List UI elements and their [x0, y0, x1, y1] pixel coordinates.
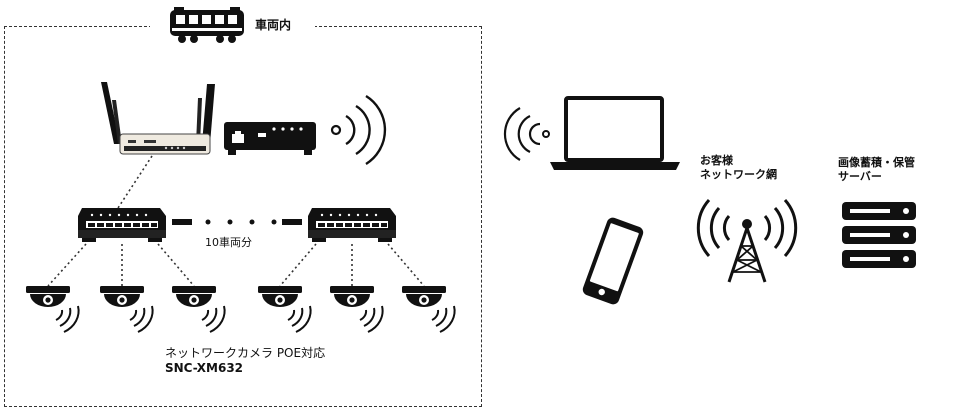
- access-point-icon: [224, 94, 387, 166]
- switch-hub-icon: [78, 208, 166, 242]
- camera-label: ネットワークカメラ POE対応: [165, 346, 326, 360]
- dome-camera-icon: [26, 286, 80, 333]
- train-icon: [170, 7, 244, 43]
- server-label-2: サーバー: [838, 170, 882, 183]
- smartphone-icon: [582, 217, 644, 305]
- dome-camera-icon: [100, 286, 154, 333]
- switch-hub-icon: [308, 208, 396, 242]
- customer-network-label-2: ネットワーク網: [700, 168, 777, 181]
- dome-camera-icon: [172, 286, 226, 333]
- switch-chain-link: [172, 219, 302, 225]
- camera-model-label: SNC-XM632: [165, 361, 244, 375]
- laptop-icon: [503, 96, 680, 170]
- dome-camera-icon: [402, 286, 456, 333]
- customer-network-label: お客様: [700, 154, 733, 167]
- router-icon: [101, 82, 215, 155]
- area-label: 車両内: [255, 18, 292, 32]
- dome-camera-icon: [330, 286, 384, 333]
- server-icon: [842, 202, 916, 268]
- dome-camera-icon: [258, 286, 312, 333]
- cars-count-label: 10車両分: [205, 236, 252, 249]
- server-label: 画像蓄積・保管: [838, 156, 915, 169]
- antenna-tower-icon: [696, 199, 798, 283]
